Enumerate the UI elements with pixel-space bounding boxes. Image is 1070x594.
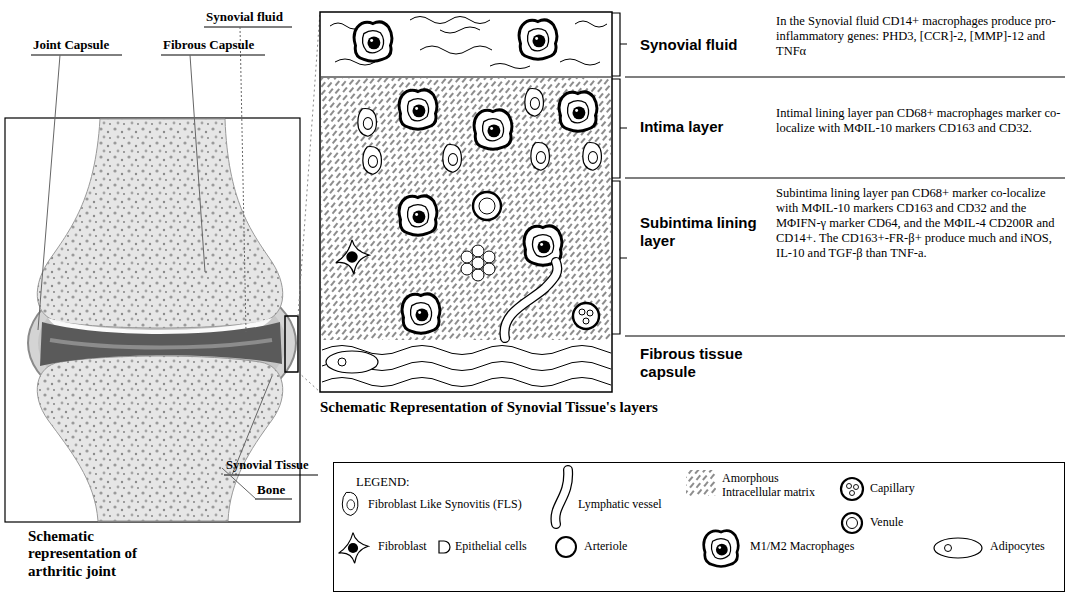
layer-description: In the Synovial fluid CD14+ macrophages … [776,14,1066,59]
legend-text: Fibroblast Like Synovitis (FLS) [368,498,522,512]
legend-heading: LEGEND: [356,475,409,489]
legend-text: Epithelial cells [455,540,527,554]
legend-text: Venule [870,516,903,530]
legend-text: Fibroblast [378,540,427,554]
layer-description: Subintima lining layer pan CD68+ marker … [776,186,1066,261]
figure-caption: Schematic Representation of Synovial Tis… [320,399,658,416]
part-label: Synovial fluid [206,10,283,25]
part-label: Synovial Tissue [226,458,309,472]
legend-box: LEGEND: [333,462,1065,592]
figure-caption: Schematic representation of arthritic jo… [28,528,178,580]
leader-lines [31,12,320,499]
legend-text: Lymphatic vessel [578,498,662,512]
part-label: Joint Capsule [33,38,109,53]
legend-text: Amorphous Intracellular matrix [722,472,837,500]
layer-label: Fibrous tissue capsule [640,345,760,381]
synovial-layers-schematic [320,12,642,392]
layer-label: Intima layer [640,118,723,136]
part-label: Bone [257,483,285,498]
layer-label: Subintima lining layer [640,214,760,250]
legend-text: Arteriole [584,540,627,554]
layer-description: Intimal lining layer pan CD68+ macrophag… [776,106,1066,136]
part-label: Fibrous Capsule [163,38,254,53]
legend-text: Adipocytes [990,540,1045,554]
legend-text: M1/M2 Macrophages [750,540,854,554]
legend-text: Capillary [870,482,915,496]
layer-label: Synovial fluid [640,36,738,54]
layer-brackets [612,13,1065,336]
legend-symbols [339,470,982,566]
